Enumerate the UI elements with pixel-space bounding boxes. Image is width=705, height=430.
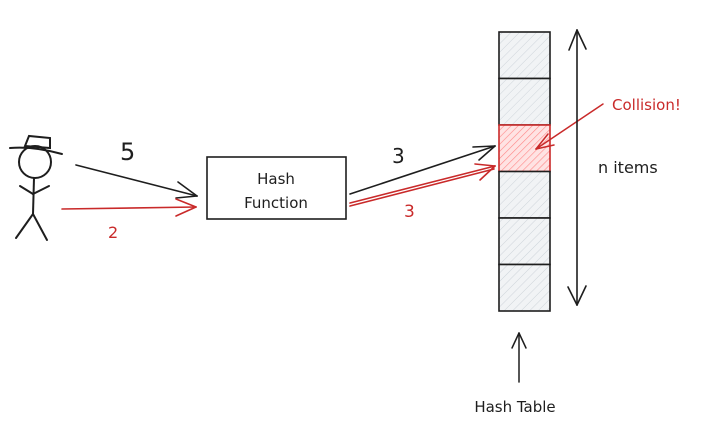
output-arrow-red [349, 163, 496, 207]
hash-table-cell [498, 31, 551, 80]
input-key-black: 5 [120, 138, 135, 166]
table-size-label: n items [598, 158, 658, 177]
hash-table-cell [498, 263, 551, 312]
input-key-red: 2 [108, 223, 118, 242]
collision-arrow [535, 103, 604, 150]
hash-table [498, 31, 551, 312]
hash-function-label-line1: Hash [257, 170, 295, 188]
hash-function-label-line2: Function [244, 194, 308, 212]
hash-function-box [206, 156, 347, 220]
table-size-arrow [567, 29, 587, 306]
output-arrow-black [349, 145, 496, 195]
input-arrow-black [75, 164, 198, 199]
output-index-black: 3 [392, 144, 405, 168]
output-index-red: 3 [404, 202, 415, 222]
collision-label: Collision! [612, 96, 681, 114]
hash-table-cell [498, 217, 551, 266]
hash-table-label: Hash Table [474, 398, 555, 416]
input-arrow-red [61, 198, 197, 217]
stick-figure-icon [9, 134, 63, 241]
hash-table-pointer-arrow [511, 332, 527, 383]
hash-table-cell [498, 170, 551, 219]
hash-table-cell [498, 77, 551, 126]
